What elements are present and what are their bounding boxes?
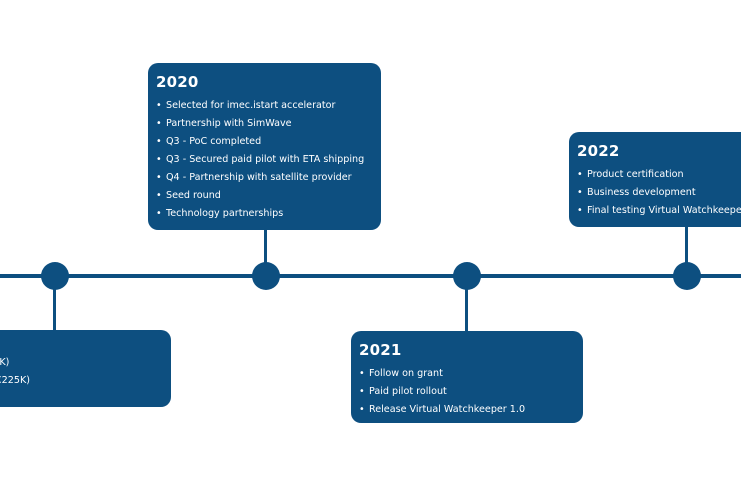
milestone-year: 2022 [577, 142, 620, 160]
connector-2022 [685, 224, 688, 264]
timeline-node-2020 [252, 262, 280, 290]
milestone-item: Q3 - Secured paid pilot with ETA shippin… [156, 151, 373, 169]
timeline-axis [0, 274, 741, 278]
timeline-node-2022 [673, 262, 701, 290]
milestone-item: Grant secured (€250K) [0, 354, 163, 372]
milestone-year: 2021 [359, 341, 402, 359]
milestone-item: Follow on grant [359, 365, 575, 383]
milestone-list-2021: Follow on grant Paid pilot rollout Relea… [359, 365, 575, 419]
milestone-year: 2020 [156, 73, 199, 91]
milestone-list-2022: Product certification Business developme… [577, 166, 741, 220]
milestone-item: Release Virtual Watchkeeper 1.0 [359, 401, 575, 419]
milestone-item: Final testing Virtual Watchkeeper [577, 202, 741, 220]
timeline-node-2021 [453, 262, 481, 290]
connector-2021 [465, 288, 468, 332]
milestone-item: Selected for imec.istart accelerator [156, 97, 373, 115]
connector-2020 [264, 226, 267, 264]
milestone-item: Paid pilot rollout [359, 383, 575, 401]
milestone-card-2019: Grant secured (€250K) Seed round closed … [0, 330, 171, 407]
milestone-item: Q4 - Partnership with satellite provider [156, 169, 373, 187]
milestone-item: Q3 - PoC completed [156, 133, 373, 151]
milestone-list-2019: Grant secured (€250K) Seed round closed … [0, 354, 163, 390]
milestone-item: Seed round [156, 187, 373, 205]
connector-2019 [53, 288, 56, 332]
milestone-item: Partnership with SimWave [156, 115, 373, 133]
milestone-item: Seed round closed (€225K) [0, 372, 163, 390]
milestone-card-2021: 2021 Follow on grant Paid pilot rollout … [351, 331, 583, 423]
milestone-list-2020: Selected for imec.istart accelerator Par… [156, 97, 373, 223]
milestone-card-2022: 2022 Product certification Business deve… [569, 132, 741, 227]
milestone-card-2020: 2020 Selected for imec.istart accelerato… [148, 63, 381, 230]
milestone-item: Product certification [577, 166, 741, 184]
milestone-item: Business development [577, 184, 741, 202]
milestone-item: Technology partnerships [156, 205, 373, 223]
timeline-node-2019 [41, 262, 69, 290]
